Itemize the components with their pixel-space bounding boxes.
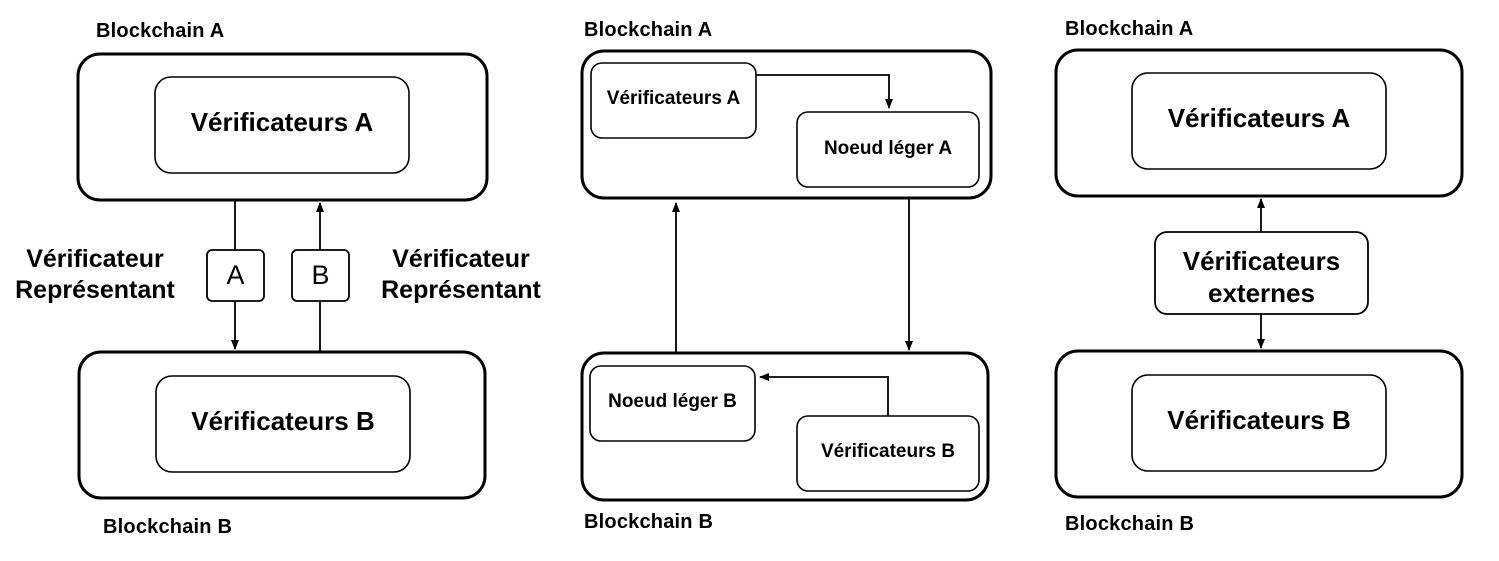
panel3-verificateurs-externes-line2: externes — [1208, 277, 1315, 308]
panel1-left-representative-verifier-line2: Représentant — [15, 275, 175, 304]
panel3-verificateurs-b-label: Vérificateurs B — [1167, 405, 1351, 435]
panel2-blockchain-b-outer-box — [580, 351, 990, 502]
panel1-relay-a-label: A — [226, 260, 245, 290]
panel1-right-representative-verifier-line1: Vérificateur — [392, 245, 530, 273]
panel1-verificateurs-b-label: Vérificateurs B — [191, 406, 375, 436]
panel1-right-representative-verifier-label: Vérificateur Représentant — [363, 244, 559, 305]
panel2-blockchain-a-label: Blockchain A — [584, 19, 713, 41]
panel2-blockchain-b-label: Blockchain B — [584, 511, 714, 533]
panel1-relay-b-label: B — [311, 260, 330, 290]
panel3-blockchain-b-label: Blockchain B — [1065, 513, 1195, 535]
panel1-left-representative-verifier-label: Vérificateur Représentant — [0, 244, 190, 305]
panel3-verificateurs-externes-line1: Vérificateurs — [1182, 246, 1341, 276]
panel3-verificateurs-externes-label: Vérificateurs externes — [1155, 246, 1368, 309]
panel2-verificateurs-a-label: Vérificateurs A — [606, 88, 741, 109]
panel-2-shapes — [580, 49, 993, 502]
panel2-blockchain-a-outer-box — [580, 49, 993, 200]
panel2-verificateurs-b-label: Vérificateurs B — [820, 441, 956, 462]
panel2-arrow-verifiers-b-to-light-node-b — [759, 373, 889, 416]
panel3-blockchain-a-label: Blockchain A — [1065, 18, 1194, 40]
panel1-verificateurs-a-label: Vérificateurs A — [190, 107, 374, 137]
panel1-blockchain-b-label: Blockchain B — [103, 516, 233, 538]
panel1-blockchain-a-label: Blockchain A — [96, 20, 225, 42]
panel1-left-representative-verifier-line1: Vérificateur — [26, 245, 164, 273]
panel2-arrow-verifiers-a-to-light-node-a — [756, 74, 893, 109]
panel2-noeud-leger-b-label: Noeud léger B — [608, 391, 737, 412]
panel2-noeud-leger-a-label: Noeud léger A — [823, 138, 953, 159]
panel3-verificateurs-a-label: Vérificateurs A — [1167, 103, 1351, 133]
panel1-right-representative-verifier-line2: Représentant — [381, 275, 541, 304]
